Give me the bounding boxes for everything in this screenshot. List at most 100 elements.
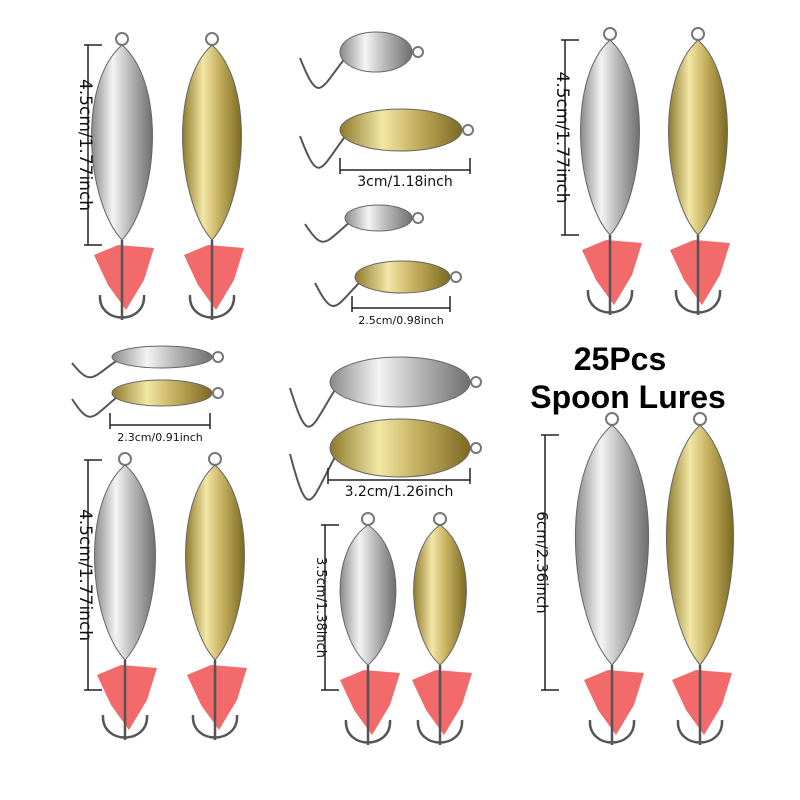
silver-spoon-body bbox=[91, 44, 153, 241]
treble-hook-icon bbox=[416, 665, 464, 745]
dimension-label: 2.3cm/0.91inch bbox=[117, 431, 203, 444]
lure-silver bbox=[574, 412, 650, 745]
silver-spoon-body bbox=[580, 39, 640, 236]
silver-spoon-body bbox=[94, 464, 156, 661]
silver-spoon-body bbox=[339, 524, 397, 666]
treble-hook-icon bbox=[344, 665, 392, 745]
hook-icon bbox=[299, 51, 351, 89]
silver-spoon-body bbox=[111, 345, 213, 369]
hook-icon bbox=[304, 217, 356, 243]
lure-silver bbox=[94, 452, 157, 740]
gold-spoon-body bbox=[668, 39, 728, 236]
gold-spoon-body bbox=[111, 379, 213, 407]
lure-silver bbox=[580, 27, 642, 315]
split-ring-icon bbox=[412, 46, 424, 58]
lure-gold bbox=[71, 379, 224, 418]
lure-silver bbox=[91, 32, 154, 320]
treble-hook-icon bbox=[98, 240, 146, 320]
hook-icon bbox=[289, 381, 341, 428]
hook-icon bbox=[299, 129, 351, 169]
split-ring-icon bbox=[212, 351, 224, 363]
dimension-line bbox=[351, 296, 451, 312]
gold-spoon-body bbox=[339, 108, 463, 152]
red-flag-icon bbox=[97, 665, 157, 730]
split-ring-icon bbox=[208, 452, 222, 466]
gold-spoon-body bbox=[354, 260, 451, 294]
split-ring-icon bbox=[205, 32, 219, 46]
dimension-line bbox=[561, 39, 579, 236]
dimension-label: 3.2cm/1.26inch bbox=[345, 484, 454, 500]
treble-hook-icon bbox=[188, 240, 236, 320]
red-flag-icon bbox=[670, 240, 730, 305]
split-ring-icon bbox=[470, 442, 482, 454]
treble-hook-icon bbox=[588, 665, 636, 745]
dimension-line bbox=[339, 158, 471, 174]
lure-silver bbox=[304, 204, 424, 243]
treble-hook-icon bbox=[586, 235, 634, 315]
dimension-label: 3cm/1.18inch bbox=[357, 174, 452, 190]
hook-icon bbox=[71, 356, 123, 379]
silver-spoon-body bbox=[344, 204, 413, 232]
lure-gold bbox=[185, 452, 247, 740]
dimension-line bbox=[84, 44, 102, 246]
title-line-2: Spoon Lures bbox=[530, 379, 726, 415]
lure-gold bbox=[665, 412, 735, 745]
lure-silver bbox=[71, 345, 224, 379]
dimension-line bbox=[109, 413, 211, 429]
dimension-line bbox=[327, 468, 471, 484]
hook-icon bbox=[71, 392, 123, 418]
treble-hook-icon bbox=[191, 660, 239, 740]
split-ring-icon bbox=[118, 452, 132, 466]
lure-gold bbox=[314, 260, 462, 307]
dimension-label: 4.5cm/1.77inch bbox=[75, 79, 95, 211]
red-flag-icon bbox=[672, 670, 732, 735]
silver-spoon-body bbox=[574, 424, 650, 666]
hook-icon bbox=[289, 447, 341, 501]
lure-gold bbox=[668, 27, 730, 315]
silver-spoon-body bbox=[339, 31, 413, 73]
treble-hook-icon bbox=[101, 660, 149, 740]
split-ring-icon bbox=[433, 512, 447, 526]
lure-silver bbox=[289, 356, 482, 428]
lure-gold bbox=[299, 108, 474, 169]
red-flag-icon bbox=[187, 665, 247, 730]
dimension-label: 2.5cm/0.98inch bbox=[358, 314, 444, 327]
dimension-line bbox=[84, 459, 102, 691]
red-flag-icon bbox=[94, 245, 154, 310]
treble-hook-icon bbox=[676, 665, 724, 745]
dimension-label: 4.5cm/1.77inch bbox=[552, 71, 572, 203]
red-flag-icon bbox=[412, 670, 472, 735]
split-ring-icon bbox=[603, 27, 617, 41]
dimension-line bbox=[321, 524, 339, 691]
silver-spoon-body bbox=[329, 356, 471, 408]
title-line-1: 25Pcs bbox=[574, 341, 667, 377]
lure-gold bbox=[182, 32, 244, 320]
split-ring-icon bbox=[361, 512, 375, 526]
split-ring-icon bbox=[450, 271, 462, 283]
dimension-label: 4.5cm/1.77inch bbox=[75, 509, 95, 641]
split-ring-icon bbox=[462, 124, 474, 136]
red-flag-icon bbox=[584, 670, 644, 735]
lure-silver bbox=[339, 512, 400, 745]
dimension-label: 3.5cm/1.38inch bbox=[313, 557, 328, 658]
split-ring-icon bbox=[412, 212, 424, 224]
lure-gold bbox=[289, 418, 482, 501]
red-flag-icon bbox=[582, 240, 642, 305]
lure-silver bbox=[299, 31, 424, 89]
split-ring-icon bbox=[115, 32, 129, 46]
treble-hook-icon bbox=[674, 235, 722, 315]
red-flag-icon bbox=[184, 245, 244, 310]
red-flag-icon bbox=[340, 670, 400, 735]
split-ring-icon bbox=[212, 387, 224, 399]
split-ring-icon bbox=[691, 27, 705, 41]
dimension-label: 6cm/2.36inch bbox=[533, 511, 551, 613]
gold-spoon-body bbox=[665, 424, 735, 666]
lure-gold bbox=[412, 512, 472, 745]
dimension-line bbox=[541, 434, 559, 691]
gold-spoon-body bbox=[413, 524, 467, 666]
gold-spoon-body bbox=[329, 418, 471, 478]
gold-spoon-body bbox=[182, 44, 242, 241]
split-ring-icon bbox=[470, 376, 482, 388]
